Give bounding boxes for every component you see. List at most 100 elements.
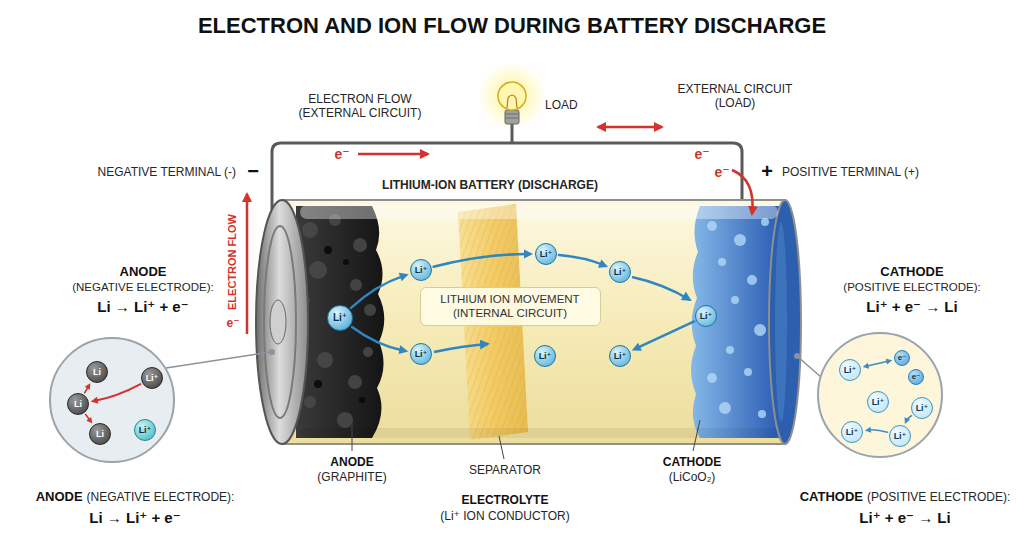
lithium-ion: Li⁺: [410, 259, 432, 281]
arrow-head: [399, 273, 409, 282]
lithium-atom: Li⁺: [141, 367, 163, 389]
ion-flow-arrow: [91, 384, 141, 404]
label-row: CATHODE (POSITIVE ELECTRODE):: [800, 489, 1011, 505]
lithium-atom: Li: [89, 423, 111, 445]
circuit-label: EXTERNAL CIRCUIT (LOAD): [668, 82, 803, 111]
particle-text: Li⁺: [700, 312, 713, 321]
arrow-head: [904, 417, 910, 424]
part-name: SEPARATOR: [469, 463, 541, 477]
lithium-ion: Li⁺: [889, 425, 911, 447]
ion-flow-arrow: [865, 427, 888, 433]
particle-text: Li⁺: [614, 268, 627, 277]
particle-text: Li⁺: [539, 352, 552, 361]
electron-label: e⁻: [334, 146, 349, 163]
arrow-line: [352, 327, 403, 350]
circuit-label: ELECTRON FLOW (EXTERNAL CIRCUIT): [285, 92, 435, 121]
part-name: ANODE: [330, 455, 373, 469]
arrow-line: [434, 254, 528, 267]
arrow-head: [524, 250, 533, 259]
electrode-heading: ANODE: [36, 489, 83, 505]
particle-text: Li⁺: [415, 350, 428, 359]
arrow-head: [598, 259, 608, 267]
electrode-heading: CATHODE: [880, 264, 943, 280]
particle-text: Li⁺: [333, 313, 347, 323]
ion-flow-arrow: [904, 416, 911, 424]
terminal-symbol: −: [247, 159, 259, 183]
electrode-subheading: (POSITIVE ELECTRODE):: [843, 281, 980, 295]
box-text: LITHIUM ION MOVEMENT (INTERNAL CIRCUIT): [428, 292, 593, 321]
particle-text: Li⁺: [139, 426, 152, 435]
part-name: (LiCoO₂): [669, 470, 716, 484]
lithium-ion: Li⁺: [867, 391, 889, 413]
electrode-heading: ANODE: [120, 264, 167, 280]
ion-flow-arrow: [863, 359, 893, 369]
battery-label: LITHIUM-ION BATTERY (DISCHARGE): [382, 178, 598, 192]
ion-flow-arrow: [632, 321, 694, 350]
arrow-line: [868, 430, 887, 433]
lithium-ion: Li⁺: [609, 345, 631, 367]
lithium-ion: Li⁺: [327, 305, 353, 331]
reaction-equation: Li⁺ + e⁻ → Li: [866, 298, 957, 316]
reaction-equation: Li⁺ + e⁻ → Li: [859, 509, 950, 527]
arrow-head: [632, 343, 642, 351]
lithium-atom: Li: [67, 393, 89, 415]
reaction-equation: Li → Li⁺ + e⁻: [97, 298, 188, 316]
terminal-label: NEGATIVE TERMINAL (-): [98, 165, 236, 179]
lithium-ion: Li⁺: [534, 345, 556, 367]
part-name: (Li⁺ ION CONDUCTOR): [440, 509, 569, 523]
electrode-heading: CATHODE: [800, 489, 863, 505]
ion-flow-arrow: [85, 383, 91, 393]
arrow-head: [399, 345, 409, 354]
lithium-ion: Li⁺: [535, 243, 557, 265]
particle-text: Li: [74, 400, 82, 409]
particle-text: Li⁺: [614, 352, 627, 361]
ion-flow-arrow: [351, 273, 409, 308]
arrow-line: [559, 255, 603, 265]
lithium-ion: Li⁺: [911, 397, 933, 419]
particle-text: Li: [96, 430, 104, 439]
electron-label: e⁻: [714, 164, 729, 181]
electron: e⁻: [908, 369, 924, 385]
particle-text: Li: [93, 368, 101, 377]
arrow-line: [866, 361, 889, 366]
ion-flow-arrow: [434, 250, 533, 267]
electrode-subheading: (POSITIVE ELECTRODE):: [867, 490, 1010, 504]
part-name: ELECTROLYTE: [462, 493, 549, 507]
particle-text: Li⁺: [146, 374, 159, 383]
arrow-line: [637, 321, 695, 348]
arrow-head: [865, 427, 871, 433]
terminal-symbol: +: [761, 159, 773, 183]
arrow-line: [351, 276, 404, 308]
particle-text: Li⁺: [872, 398, 885, 407]
lithium-ion: Li⁺: [134, 419, 156, 441]
arrow-head: [85, 383, 91, 390]
electrode-subheading: (NEGATIVE ELECTRODE):: [72, 281, 214, 295]
movement-box: LITHIUM ION MOVEMENT (INTERNAL CIRCUIT): [420, 287, 601, 326]
ion-flow-arrow: [86, 414, 93, 423]
particle-text: Li⁺: [540, 250, 553, 259]
label-row: ANODE (NEGATIVE ELECTRODE):: [36, 489, 235, 505]
part-name: CATHODE: [663, 455, 721, 469]
lithium-atom: Li: [86, 361, 108, 383]
particle-text: e⁻: [898, 354, 907, 362]
flow-label: ELECTRON FLOW: [226, 214, 239, 310]
electrode-subheading: (NEGATIVE ELECTRODE):: [87, 490, 235, 504]
arrow-head: [91, 397, 99, 404]
particle-text: Li⁺: [894, 432, 907, 441]
lithium-ion: Li⁺: [841, 421, 863, 443]
terminal-label: POSITIVE TERMINAL (+): [782, 165, 919, 179]
arrow-head: [886, 359, 893, 365]
load-label: LOAD: [545, 98, 578, 112]
lithium-ion: Li⁺: [695, 305, 717, 327]
electron-label: e⁻: [226, 316, 239, 330]
particle-text: Li⁺: [415, 266, 428, 275]
electron: e⁻: [894, 350, 910, 366]
reaction-equation: Li → Li⁺ + e⁻: [89, 509, 180, 527]
arrow-head: [86, 417, 92, 424]
ion-flow-arrow: [559, 255, 608, 268]
arrow-line: [95, 384, 141, 401]
particle-text: e⁻: [912, 373, 921, 381]
part-name: (GRAPHITE): [317, 470, 386, 484]
diagram-title: ELECTRON AND ION FLOW DURING BATTERY DIS…: [0, 13, 1024, 39]
